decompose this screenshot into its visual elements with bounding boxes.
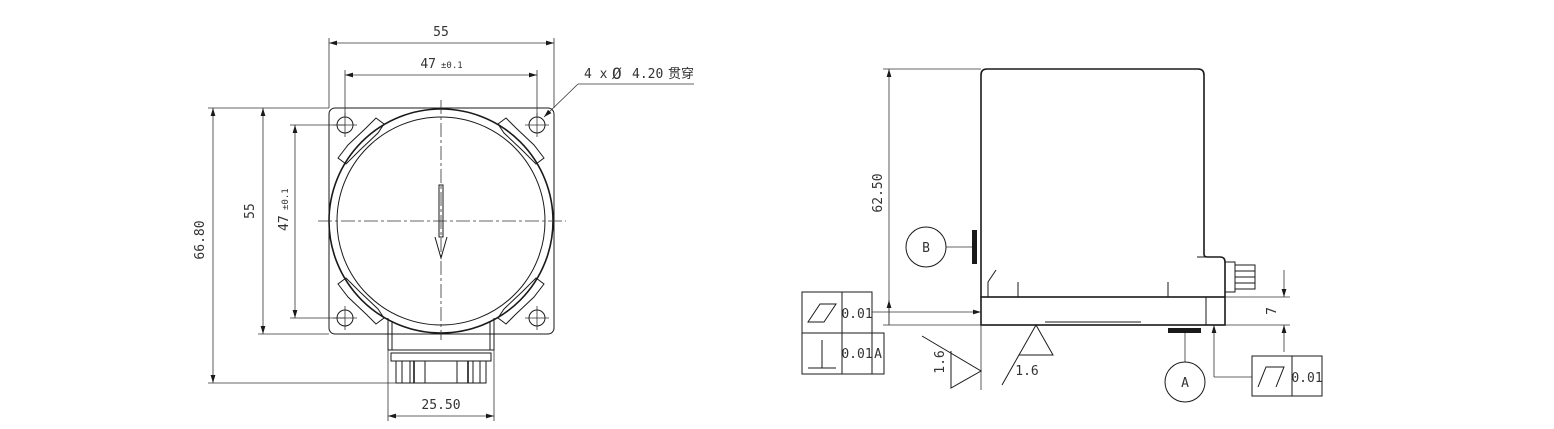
base-plate	[980, 296, 1226, 326]
hole-callout: 4 x Ø 4.20 贯穿	[543, 64, 694, 118]
svg-text:B: B	[922, 241, 930, 256]
svg-text:47: 47	[277, 215, 292, 231]
svg-text:贯穿: 贯穿	[668, 66, 694, 82]
dimension-height-55: 55	[243, 108, 329, 335]
roughness-symbol-icon	[921, 335, 982, 389]
dimension-width-47: 47 ±0.1	[344, 57, 538, 117]
connector	[387, 318, 495, 384]
svg-text:62.50: 62.50	[871, 173, 886, 212]
svg-text:4.20: 4.20	[632, 67, 663, 82]
svg-text:0.01: 0.01	[1291, 371, 1322, 386]
fcf-perpendicularity: 0.01 A	[801, 332, 885, 375]
svg-text:0.01: 0.01	[841, 307, 872, 322]
datum-b: B	[905, 226, 977, 268]
dimension-height-66-80: 66.80	[193, 107, 396, 384]
svg-text:±0.1: ±0.1	[281, 188, 291, 210]
svg-text:25.50: 25.50	[421, 398, 460, 413]
fcf-total-runout: 0.01	[1211, 325, 1323, 397]
dimension-width-55: 55	[328, 25, 555, 108]
svg-text:±0.1: ±0.1	[441, 61, 463, 71]
datum-a: A	[1164, 328, 1206, 403]
roughness-left: 1.6	[921, 325, 982, 390]
fcf-flatness: 0.01	[801, 291, 981, 334]
dim-label: 55	[433, 25, 449, 40]
svg-text:1.6: 1.6	[933, 350, 948, 373]
svg-text:A: A	[1181, 376, 1189, 391]
housing-outline	[980, 68, 1226, 297]
runout-symbol-icon	[1257, 366, 1285, 388]
dimension-height-62-50: 62.50	[871, 68, 981, 326]
perpendicular-symbol-icon	[808, 340, 836, 369]
side-view: B 62.50 0.01 0.01 A	[801, 68, 1323, 403]
front-view: 55 47 ±0.1 4 x Ø 4.20 贯穿 66.80	[193, 25, 694, 421]
flatness-symbol-icon	[807, 303, 837, 323]
svg-text:1.6: 1.6	[1015, 364, 1038, 379]
side-connector	[1224, 261, 1256, 293]
roughness-symbol-icon	[1001, 323, 1054, 386]
svg-text:55: 55	[243, 203, 258, 219]
svg-text:7: 7	[1265, 307, 1280, 315]
dimension-connector-width: 25.50	[387, 350, 495, 421]
roughness-bottom: 1.6	[1001, 323, 1054, 386]
dimension-height-47: 47 ±0.1	[277, 124, 345, 319]
svg-text:4 x: 4 x	[584, 67, 608, 82]
svg-text:A: A	[874, 347, 882, 362]
svg-text:Ø: Ø	[612, 64, 622, 83]
dimension-base-7: 7	[1225, 270, 1290, 352]
svg-text:66.80: 66.80	[193, 220, 208, 259]
corner-lugs	[337, 117, 545, 325]
svg-text:47: 47	[420, 57, 436, 72]
direction-arrow-icon	[434, 184, 448, 260]
svg-text:0.01: 0.01	[841, 347, 872, 362]
